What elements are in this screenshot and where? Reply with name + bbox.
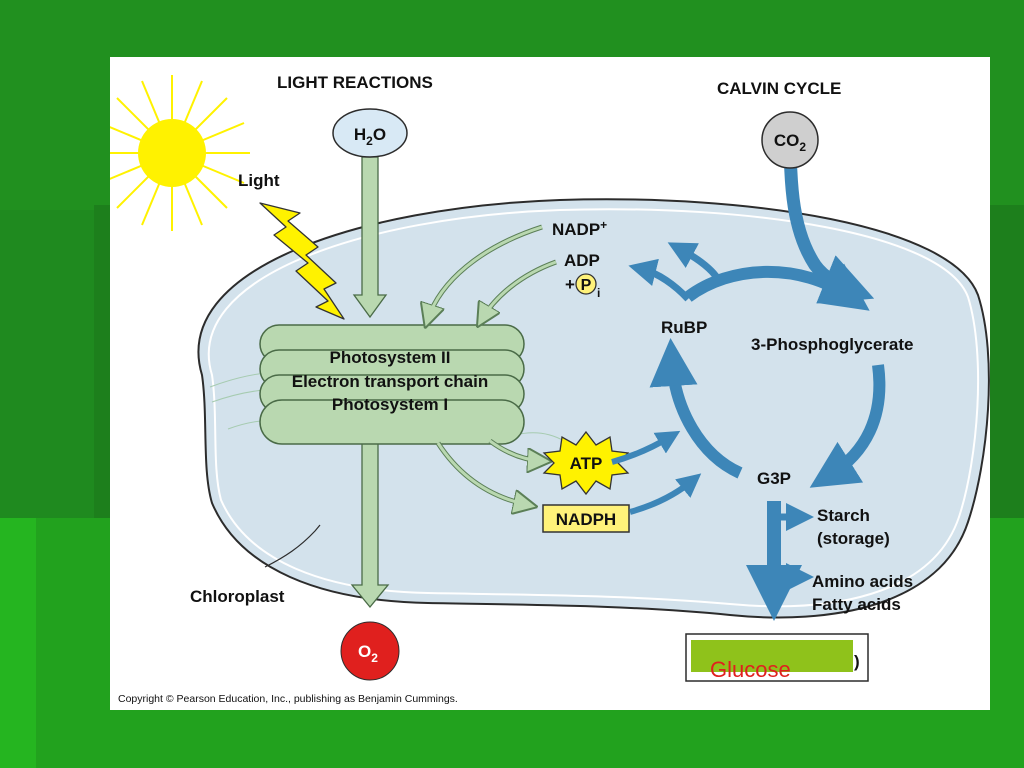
- copyright-text: Copyright © Pearson Education, Inc., pub…: [118, 693, 458, 705]
- nadp-plus-sup: +: [600, 218, 607, 232]
- adp-label: ADP: [564, 251, 600, 270]
- nadp-label: NADP: [552, 220, 600, 239]
- light-label: Light: [238, 171, 280, 190]
- svg-text:CO2: CO2: [774, 131, 807, 154]
- thylakoid-to-oxygen-arrow: [350, 441, 390, 609]
- water-molecule: H2O: [332, 108, 408, 158]
- pi-prefix: +: [565, 275, 575, 294]
- oxygen-main: O: [358, 642, 371, 661]
- nadph-box: NADPH: [542, 504, 630, 533]
- pi-sub: i: [597, 286, 600, 300]
- fatty-acids-label: Fatty acids: [812, 595, 901, 614]
- photosystem-ii-label: Photosystem II: [330, 348, 451, 367]
- svg-text:NADP+: NADP+: [552, 218, 607, 239]
- atp-label: ATP: [570, 454, 603, 473]
- pi-p-letter: P: [581, 277, 592, 294]
- co2-molecule: CO2: [761, 111, 819, 169]
- water-o: O: [373, 125, 386, 144]
- water-to-thylakoid-arrow: [352, 156, 388, 319]
- water-h: H: [354, 125, 366, 144]
- electron-transport-chain-label: Electron transport chain: [292, 372, 488, 391]
- chloroplast-pointer-line: [264, 524, 321, 568]
- sugar-output-box: ) Glucose: [685, 633, 869, 682]
- amino-acids-label: Amino acids: [812, 572, 913, 591]
- rubp-label: RuBP: [661, 318, 707, 337]
- g3p-label: G3P: [757, 469, 791, 488]
- glucose-highlight: [691, 640, 853, 672]
- light-reactions-title: LIGHT REACTIONS: [277, 73, 433, 92]
- sucrose-closing-paren: ): [854, 652, 860, 671]
- thylakoid-stack: Photosystem II Electron transport chain …: [259, 324, 525, 445]
- thylakoid-to-atp-nadph-arrows: [435, 438, 542, 505]
- co2-main: CO: [774, 131, 800, 150]
- photosynthesis-figure: H2O Photosystem II Electron transport ch…: [110, 57, 990, 710]
- svg-text:H2O: H2O: [354, 125, 386, 148]
- phosphate-circle-icon: [575, 273, 597, 295]
- starch-label: Starch: [817, 506, 870, 525]
- oxygen-molecule: O2: [340, 621, 400, 681]
- photosystem-i-label: Photosystem I: [332, 395, 448, 414]
- co2-sub: 2: [799, 140, 806, 154]
- nadph-label: NADPH: [556, 510, 616, 529]
- sun-icon: [110, 75, 250, 231]
- phosphoglycerate-label: 3-Phosphoglycerate: [751, 335, 914, 354]
- atp-starburst: ATP: [542, 430, 630, 496]
- nadp-adp-return-arrows: [428, 224, 557, 319]
- svg-text:O2: O2: [358, 642, 378, 665]
- oxygen-sub: 2: [371, 651, 378, 665]
- light-zigzag-arrow: [259, 202, 345, 320]
- water-sub: 2: [366, 134, 373, 148]
- glucose-label: Glucose: [710, 657, 791, 682]
- storage-label: (storage): [817, 529, 890, 548]
- calvin-cycle-title: CALVIN CYCLE: [717, 79, 841, 98]
- chloroplast-label: Chloroplast: [190, 587, 285, 606]
